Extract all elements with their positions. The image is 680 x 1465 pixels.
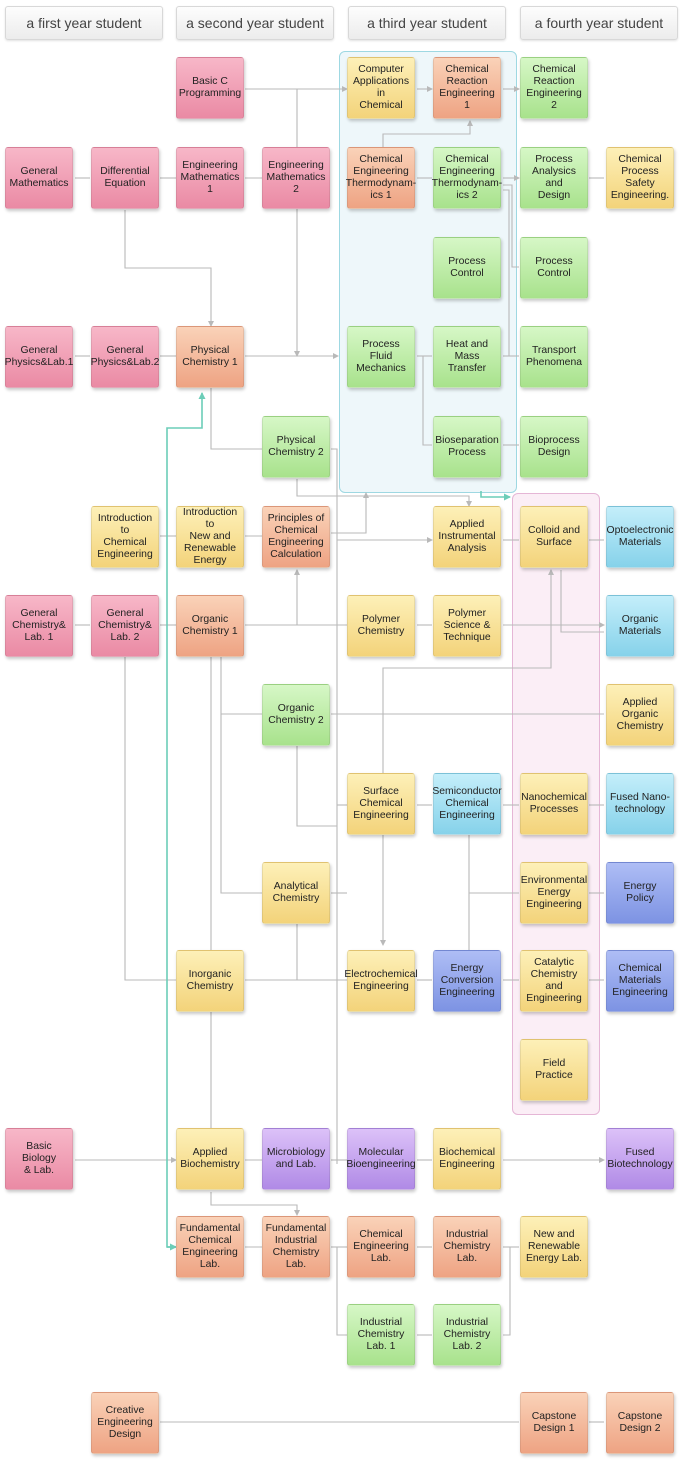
course-field-practice: Field Practice xyxy=(520,1039,588,1101)
connector xyxy=(503,184,519,268)
course-process-analysis-design: Process Analysics and Design xyxy=(520,147,588,209)
course-general-physics-1: General Physics&Lab.1 xyxy=(5,326,73,388)
course-chem-eng-lab: Chemical Engineering Lab. xyxy=(347,1216,415,1278)
course-polymer-chemistry: Polymer Chemistry xyxy=(347,595,415,657)
course-chem-process-safety: Chemical Process Safety Engineering. xyxy=(606,147,674,209)
connector xyxy=(382,569,554,773)
course-physical-chemistry-2: Physical Chemistry 2 xyxy=(262,416,330,478)
connector xyxy=(124,657,176,981)
course-biochemical-eng: Biochemical Engineering xyxy=(433,1128,501,1190)
course-electrochemical-eng: Electrochemical Engineering xyxy=(344,950,418,1012)
course-creative-eng-design: Creative Engineering Design xyxy=(91,1392,159,1454)
course-microbiology: Microbiology and Lab. xyxy=(262,1128,330,1190)
course-general-chemistry-2: General Chemistry& Lab. 2 xyxy=(91,595,159,657)
course-organic-chemistry-2: Organic Chemistry 2 xyxy=(262,684,330,746)
course-applied-organic-chemistry: Applied Organic Chemistry xyxy=(606,684,674,746)
course-chemical-materials-eng: Chemical Materials Engineering xyxy=(606,950,674,1012)
course-organic-chemistry-1: Organic Chemistry 1 xyxy=(176,595,244,657)
course-applied-instrumental: Applied Instrumental Analysis xyxy=(433,506,501,568)
course-chem-eng-thermo-2: Chemical Engineering Thermodynam- ics 2 xyxy=(432,147,502,209)
connector xyxy=(422,356,432,446)
connector xyxy=(331,448,338,1164)
course-general-chemistry-1: General Chemistry& Lab. 1 xyxy=(5,595,73,657)
course-intro-renewable-energy: Introduction to New and Renewable Energy xyxy=(176,506,244,568)
course-basic-biology: Basic Biology & Lab. xyxy=(5,1128,73,1190)
course-differential-equation: Differential Equation xyxy=(91,147,159,209)
course-chem-reaction-eng-1: Chemical Reaction Engineering 1 xyxy=(433,57,501,119)
connector xyxy=(210,388,262,450)
course-new-renewable-energy-lab: New and Renewable Energy Lab. xyxy=(520,1216,588,1278)
course-applied-biochemistry: Applied Biochemistry xyxy=(176,1128,244,1190)
connector xyxy=(560,570,604,633)
course-transport-phenomena: Transport Phenomena xyxy=(520,326,588,388)
course-industrial-chem-lab-1: Industrial Chemistry Lab. 1 xyxy=(347,1304,415,1366)
course-heat-mass-transfer: Heat and Mass Transfer xyxy=(433,326,501,388)
course-catalytic-chemistry: Catalytic Chemistry and Engineering xyxy=(520,950,588,1012)
course-basic-c-programming: Basic C Programming xyxy=(176,57,244,119)
connector xyxy=(382,120,473,147)
course-colloid-surface: Colloid and Surface xyxy=(520,506,588,568)
course-industrial-chem-lab: Industrial Chemistry Lab. xyxy=(433,1216,501,1278)
connector xyxy=(503,1247,511,1336)
course-optoelectronic-materials: Optoelectronic Materials xyxy=(606,506,674,568)
course-molecular-bioeng: Molecular Bioengineering xyxy=(346,1128,416,1190)
course-polymer-science: Polymer Science & Technique xyxy=(433,595,501,657)
header-third-year: a third year student xyxy=(348,6,506,40)
connector xyxy=(210,1192,300,1216)
connector xyxy=(336,1247,347,1336)
course-capstone-2: Capstone Design 2 xyxy=(606,1392,674,1454)
course-nanochemical-processes: Nanochemical Processes xyxy=(520,773,588,835)
course-bioseparation-process: Bioseparation Process xyxy=(433,416,501,478)
course-physical-chemistry-1: Physical Chemistry 1 xyxy=(176,326,244,388)
connector xyxy=(503,189,510,356)
course-industrial-chem-lab-2: Industrial Chemistry Lab. 2 xyxy=(433,1304,501,1366)
course-fused-nanotech: Fused Nano- technology xyxy=(606,773,674,835)
course-process-control-3: Process Control xyxy=(433,237,501,299)
zone-link-arrow xyxy=(480,491,511,501)
course-chem-eng-thermo-1: Chemical Engineering Thermodynam- ics 1 xyxy=(346,147,416,209)
course-fundamental-industrial-lab: Fundamental Industrial Chemistry Lab. xyxy=(262,1216,330,1278)
course-eng-math-2: Engineering Mathematics 2 xyxy=(262,147,330,209)
connector xyxy=(331,492,369,534)
course-fused-biotech: Fused Biotechnology xyxy=(606,1128,674,1190)
course-general-mathematics: General Mathematics xyxy=(5,147,73,209)
course-principles-calc: Principles of Chemical Engineering Calcu… xyxy=(262,506,330,568)
connector xyxy=(220,714,262,894)
course-intro-chem-eng: Introduction to Chemical Engineering xyxy=(91,506,159,568)
course-capstone-1: Capstone Design 1 xyxy=(520,1392,588,1454)
course-fundamental-chem-eng-lab: Fundamental Chemical Engineering Lab. xyxy=(176,1216,244,1278)
connector xyxy=(296,746,337,827)
course-general-physics-2: General Physics&Lab.2 xyxy=(91,326,159,388)
connector xyxy=(296,479,472,507)
connector xyxy=(124,210,214,327)
course-energy-conversion-eng: Energy Conversion Engineering xyxy=(433,950,501,1012)
course-environmental-energy: Environmental Energy Engineering xyxy=(520,862,588,924)
course-eng-math-1: Engineering Mathematics 1 xyxy=(176,147,244,209)
course-process-fluid-mechanics: Process Fluid Mechanics xyxy=(347,326,415,388)
course-inorganic-chemistry: Inorganic Chemistry xyxy=(176,950,244,1012)
course-energy-policy: Energy Policy xyxy=(606,862,674,924)
course-semiconductor-chem-eng: Semiconductor Chemical Engineering xyxy=(432,773,502,835)
course-bioprocess-design: Bioprocess Design xyxy=(520,416,588,478)
course-chem-reaction-eng-2: Chemical Reaction Engineering 2 xyxy=(520,57,588,119)
course-process-control-4: Process Control xyxy=(520,237,588,299)
course-computer-applications: Computer Applications in Chemical xyxy=(347,57,415,119)
header-second-year: a second year student xyxy=(176,6,334,40)
connector xyxy=(220,657,262,715)
header-first-year: a first year student xyxy=(5,6,163,40)
header-fourth-year: a fourth year student xyxy=(520,6,678,40)
course-analytical-chemistry: Analytical Chemistry xyxy=(262,862,330,924)
course-surface-chem-eng: Surface Chemical Engineering xyxy=(347,773,415,835)
course-organic-materials: Organic Materials xyxy=(606,595,674,657)
